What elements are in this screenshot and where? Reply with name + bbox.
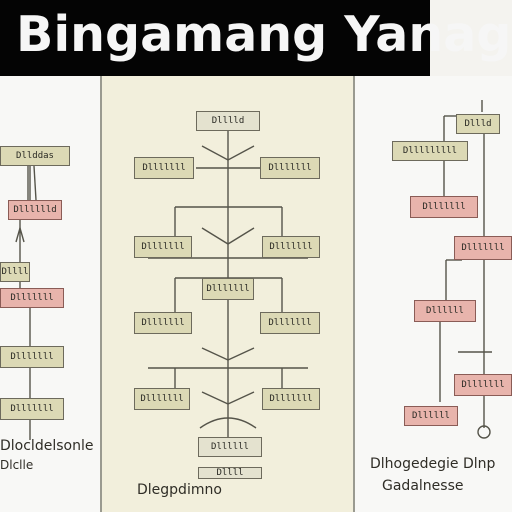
center-node-8: Dlllllll	[260, 312, 320, 334]
right-node-7: Dllllll	[404, 406, 458, 426]
center-node-7: Dlllllll	[134, 312, 192, 334]
center-node-6: Dlllllll	[202, 278, 254, 300]
right-node-4: Dlllllll	[454, 236, 512, 260]
right-node-1: Dllld	[456, 114, 500, 134]
center-caption: Dlegpdimno	[137, 482, 222, 498]
right-node-6: Dlllllll	[454, 374, 512, 396]
center-node-12: Dllll	[198, 467, 262, 479]
center-node-10: Dlllllll	[262, 388, 320, 410]
left-node-1: Dllddas	[0, 146, 70, 166]
left-node-5: Dlllllll	[0, 346, 64, 368]
right-node-5: Dllllll	[414, 300, 476, 322]
center-node-5: Dlllllll	[262, 236, 320, 258]
left-node-2: Dlllllld	[8, 200, 62, 220]
left-node-6: Dlllllll	[0, 398, 64, 420]
left-caption-line1: Dlocldelsonle	[0, 438, 94, 454]
page-title: Bingamang Yanag	[16, 6, 512, 63]
center-node-11: Dllllll	[198, 437, 262, 457]
right-node-3: Dlllllll	[410, 196, 478, 218]
center-node-root: Dlllld	[196, 111, 260, 131]
left-node-3: Dllll	[0, 262, 30, 282]
right-caption-line1: Dlhogedegie Dlnp	[370, 456, 496, 472]
center-node-9: Dlllllll	[134, 388, 190, 410]
right-node-2: Dlllllllll	[392, 141, 468, 161]
right-caption-line2: Gadalnesse	[382, 478, 464, 494]
center-node-2: Dlllllll	[134, 157, 194, 179]
left-node-4: Dlllllll	[0, 288, 64, 308]
left-caption-line2: Dlclle	[0, 458, 34, 472]
center-node-3: Dlllllll	[260, 157, 320, 179]
center-node-4: Dlllllll	[134, 236, 192, 258]
title-bar: Bingamang Yanag	[0, 0, 511, 76]
